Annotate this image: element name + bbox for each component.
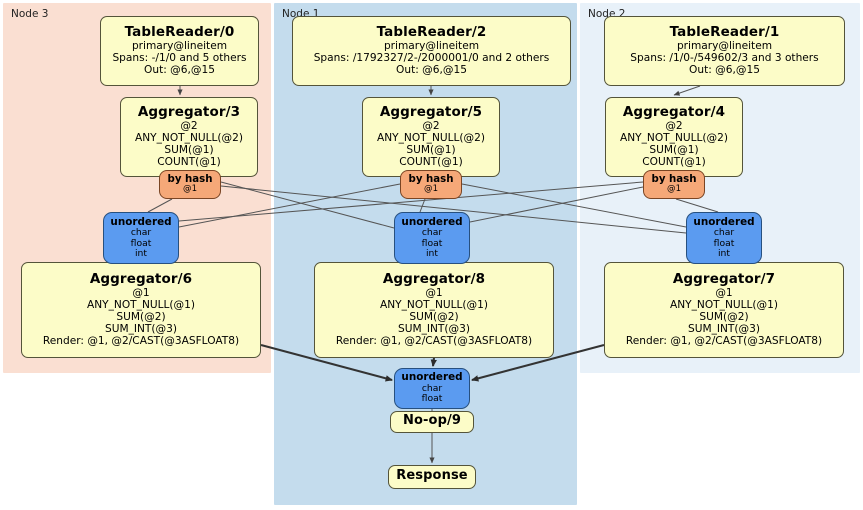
- node-line-aggregator-8-2: SUM(@2): [409, 311, 459, 324]
- node-line-aggregator-4-3: COUNT(@1): [642, 155, 706, 168]
- node-line-aggregator-3-2: SUM(@1): [164, 144, 214, 157]
- node-line-unordered-right-1: float: [713, 237, 735, 249]
- node-line-aggregator-4-1: ANY_NOT_NULL(@2): [619, 132, 729, 145]
- node-line-aggregator-5-3: COUNT(@1): [399, 155, 463, 168]
- node-title-by-hash-right: by hash: [651, 173, 697, 185]
- node-title-unordered-final: unordered: [401, 371, 463, 384]
- node-line-tablereader-0-2: Out: @6,@15: [144, 63, 215, 76]
- node-title-no-op-9: No-op/9: [403, 413, 461, 429]
- node-title-aggregator-8: Aggregator/8: [382, 271, 486, 288]
- node-title-unordered-right: unordered: [693, 215, 755, 228]
- node-line-unordered-right-0: char: [713, 227, 735, 239]
- node-line-aggregator-7-4: Render: @1, @2/CAST(@3ASFLOAT8): [625, 334, 823, 347]
- node-line-aggregator-8-3: SUM_INT(@3): [397, 322, 471, 335]
- node-line-aggregator-6-4: Render: @1, @2/CAST(@3ASFLOAT8): [42, 334, 240, 347]
- node-line-aggregator-6-3: SUM_INT(@3): [104, 322, 178, 335]
- node-line-aggregator-3-3: COUNT(@1): [157, 155, 221, 168]
- node-line-tablereader-1-1: Spans: /1/0-/549602/3 and 3 others: [630, 52, 819, 65]
- node-line-tablereader-1-0: primary@lineitem: [676, 40, 773, 53]
- node-title-aggregator-4: Aggregator/4: [622, 104, 726, 121]
- node-no-op-9[interactable]: No-op/9: [390, 411, 474, 433]
- node-title-aggregator-7: Aggregator/7: [672, 271, 776, 288]
- node-line-by-hash-left-0: @1: [182, 184, 198, 195]
- node-title-aggregator-6: Aggregator/6: [89, 271, 193, 288]
- node-line-unordered-center-2: int: [426, 247, 438, 259]
- node-line-aggregator-7-0: @1: [715, 287, 733, 300]
- node-response[interactable]: Response: [388, 465, 476, 489]
- node-title-unordered-left: unordered: [110, 215, 172, 228]
- node-title-tablereader-1: TableReader/1: [669, 24, 780, 41]
- node-line-aggregator-5-2: SUM(@1): [406, 144, 456, 157]
- node-title-by-hash-left: by hash: [167, 173, 213, 185]
- node-title-aggregator-5: Aggregator/5: [379, 104, 483, 121]
- node-line-aggregator-8-0: @1: [425, 287, 443, 300]
- node-by-hash-center[interactable]: by hash@1: [400, 170, 462, 199]
- node-panel-label-node3: Node 3: [11, 8, 49, 20]
- node-line-tablereader-0-1: Spans: -/1/0 and 5 others: [112, 52, 247, 65]
- node-title-tablereader-2: TableReader/2: [376, 24, 487, 41]
- node-line-unordered-final-1: float: [421, 393, 443, 405]
- node-line-aggregator-5-0: @2: [422, 120, 440, 133]
- node-line-unordered-left-1: float: [130, 237, 152, 249]
- node-line-aggregator-4-2: SUM(@1): [649, 144, 699, 157]
- node-line-aggregator-5-1: ANY_NOT_NULL(@2): [376, 132, 486, 145]
- node-line-tablereader-2-1: Spans: /1792327/2-/2000001/0 and 2 other…: [313, 52, 550, 65]
- node-line-aggregator-3-1: ANY_NOT_NULL(@2): [134, 132, 244, 145]
- node-title-tablereader-0: TableReader/0: [124, 24, 235, 41]
- node-line-by-hash-center-0: @1: [423, 184, 439, 195]
- node-line-tablereader-2-2: Out: @6,@15: [396, 63, 467, 76]
- node-title-aggregator-3: Aggregator/3: [137, 104, 241, 121]
- node-line-unordered-center-1: float: [421, 237, 443, 249]
- node-line-aggregator-6-2: SUM(@2): [116, 311, 166, 324]
- node-line-aggregator-4-0: @2: [665, 120, 683, 133]
- node-line-aggregator-7-3: SUM_INT(@3): [687, 322, 761, 335]
- node-line-tablereader-0-0: primary@lineitem: [131, 40, 228, 53]
- node-line-aggregator-8-1: ANY_NOT_NULL(@1): [379, 299, 489, 312]
- node-line-by-hash-right-0: @1: [666, 184, 682, 195]
- node-line-tablereader-1-2: Out: @6,@15: [689, 63, 760, 76]
- node-line-aggregator-7-1: ANY_NOT_NULL(@1): [669, 299, 779, 312]
- node-line-aggregator-8-4: Render: @1, @2/CAST(@3ASFLOAT8): [335, 334, 533, 347]
- node-title-response: Response: [396, 468, 468, 484]
- node-line-tablereader-2-0: primary@lineitem: [383, 40, 480, 53]
- node-line-unordered-left-0: char: [130, 227, 152, 239]
- node-line-unordered-right-2: int: [718, 247, 730, 259]
- node-line-unordered-left-2: int: [135, 247, 147, 259]
- node-line-unordered-final-0: char: [421, 383, 443, 395]
- node-by-hash-right[interactable]: by hash@1: [643, 170, 705, 199]
- node-by-hash-left[interactable]: by hash@1: [159, 170, 221, 199]
- node-line-aggregator-3-0: @2: [180, 120, 198, 133]
- node-title-by-hash-center: by hash: [408, 173, 454, 185]
- node-line-aggregator-6-1: ANY_NOT_NULL(@1): [86, 299, 196, 312]
- node-line-aggregator-6-0: @1: [132, 287, 150, 300]
- node-line-aggregator-7-2: SUM(@2): [699, 311, 749, 324]
